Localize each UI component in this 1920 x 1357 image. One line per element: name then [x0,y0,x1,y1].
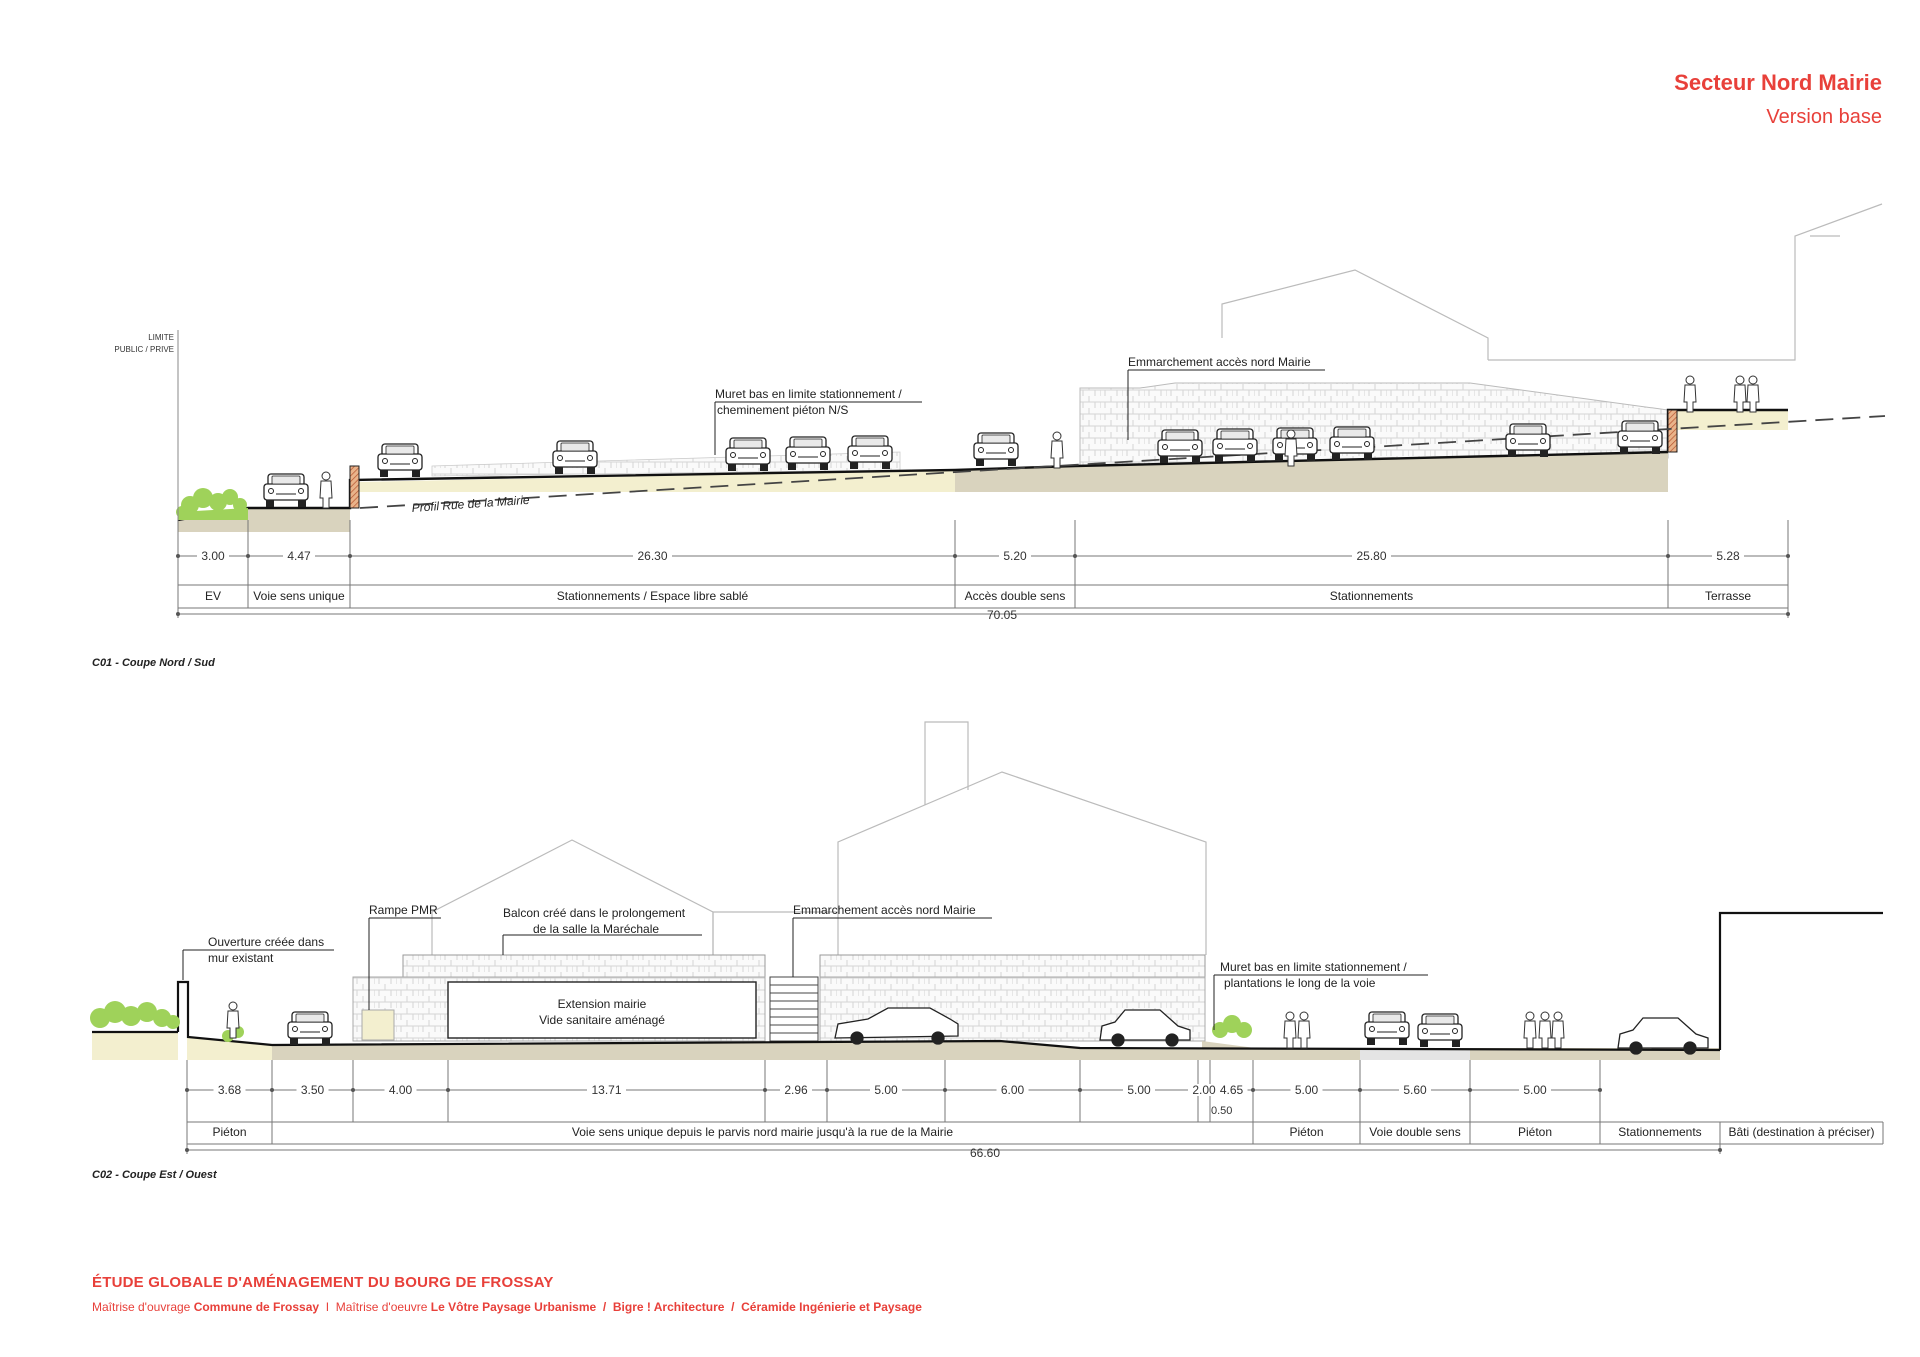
footer-moe-2: Bigre ! Architecture [612,1300,725,1314]
s2-dimension-3: 4.00 [389,1083,413,1097]
section-1: LIMITE PUBLIC / PRIVE Profil Rue de la M… [92,203,1886,669]
section-1-total: 70.05 [987,608,1017,622]
car-side-2 [1099,1009,1191,1047]
footer-moa-label: Maîtrise d'ouvrage [92,1300,191,1314]
section-2: Extension mairie Vide sanitaire aménagé [90,721,1884,1181]
section-2-small-dimension: 0.50 [1211,1105,1232,1117]
extension-label-2: Vide sanitaire aménagé [539,1013,665,1027]
s2-dimension-11: 5.00 [1295,1083,1319,1097]
footer-moe-3: Céramide Ingénierie et Paysage [741,1300,922,1314]
annotation-muret-s2-2: plantations le long de la voie [1224,976,1376,990]
profil-label: Profil Rue de la Mairie [411,493,530,515]
s2-dimension-12: 5.60 [1403,1083,1427,1097]
s2-dimension-1: 3.68 [218,1083,242,1097]
sheet-title: Secteur Nord Mairie [1674,70,1882,95]
annotation-rampe: Rampe PMR [369,903,438,917]
s2-dimension-6: 5.00 [874,1083,898,1097]
s1-zone-1: EV [205,589,221,603]
annotation-muret-2: cheminement piéton N/S [717,403,848,417]
limite-label-2: PUBLIC / PRIVE [114,345,174,354]
footer-title: ÉTUDE GLOBALE D'AMÉNAGEMENT DU BOURG DE … [92,1274,554,1291]
s2-dimension-13: 5.00 [1523,1083,1547,1097]
annotation-muret-s2-1: Muret bas en limite stationnement / [1220,960,1407,974]
s1-zone-4: Accès double sens [965,589,1066,603]
footer-moe-label: Maîtrise d'oeuvre [335,1300,428,1314]
s1-dimension-4: 5.20 [1003,549,1027,563]
s2-zone-6: Stationnements [1618,1125,1701,1139]
s2-dimension-2: 3.50 [301,1083,325,1097]
s2-dimension-9: 2.00 [1192,1083,1216,1097]
s1-dimension-5: 25.80 [1356,549,1386,563]
s2-dimension-4: 13.71 [591,1083,621,1097]
extension-label-1: Extension mairie [558,997,647,1011]
s1-zone-2: Voie sens unique [253,589,345,603]
s2-dimension-8: 5.00 [1127,1083,1151,1097]
s2-zone-3: Piéton [1289,1125,1323,1139]
footer-moa-value: Commune de Frossay [193,1300,320,1314]
annotation-muret-1: Muret bas en limite stationnement / [715,387,902,401]
s2-dimension-7: 6.00 [1001,1083,1025,1097]
annotation-ouverture-1: Ouverture créée dans [208,935,324,949]
annotation-emmarchement-2: Emmarchement accès nord Mairie [793,903,976,917]
footer-moe-sep-2: / [731,1300,735,1314]
footer-separator: I [325,1300,330,1314]
s2-dimension-5: 2.96 [784,1083,808,1097]
s1-zone-6: Terrasse [1705,589,1751,603]
s1-dimension-3: 26.30 [637,549,667,563]
section-2-total: 66.60 [970,1146,1000,1160]
s2-zone-5: Piéton [1518,1125,1552,1139]
annotation-balcon-2: de la salle la Maréchale [533,922,659,936]
s1-dimension-6: 5.28 [1716,549,1740,563]
footer-moe-sep-1: / [602,1300,607,1314]
s2-dimension-10: 4.65 [1220,1083,1244,1097]
sheet-subtitle: Version base [1766,106,1882,128]
s2-zone-1: Piéton [212,1125,246,1139]
annotation-emmarchement: Emmarchement accès nord Mairie [1128,355,1311,369]
limite-label-1: LIMITE [148,333,174,342]
car-side-3 [1617,1017,1709,1055]
footer-moe-1: Le Vôtre Paysage Urbanisme [430,1300,597,1314]
s1-zone-3: Stationnements / Espace libre sablé [557,589,749,603]
s2-zone-4: Voie double sens [1369,1125,1460,1139]
s1-dimension-1: 3.00 [201,549,225,563]
annotation-ouverture-2: mur existant [208,951,274,965]
section-1-caption: C01 - Coupe Nord / Sud [92,657,215,669]
footer-credits: Maîtrise d'ouvrage Commune de Frossay I … [92,1300,922,1314]
s1-zone-5: Stationnements [1330,589,1413,603]
s1-dimension-2: 4.47 [287,549,311,563]
annotation-balcon-1: Balcon créé dans le prolongement [503,906,686,920]
section-2-caption: C02 - Coupe Est / Ouest [92,1169,218,1181]
s2-zone-2: Voie sens unique depuis le parvis nord m… [572,1125,954,1139]
s2-zone-7: Bâti (destination à préciser) [1728,1125,1874,1139]
car-side-1 [834,1007,959,1045]
